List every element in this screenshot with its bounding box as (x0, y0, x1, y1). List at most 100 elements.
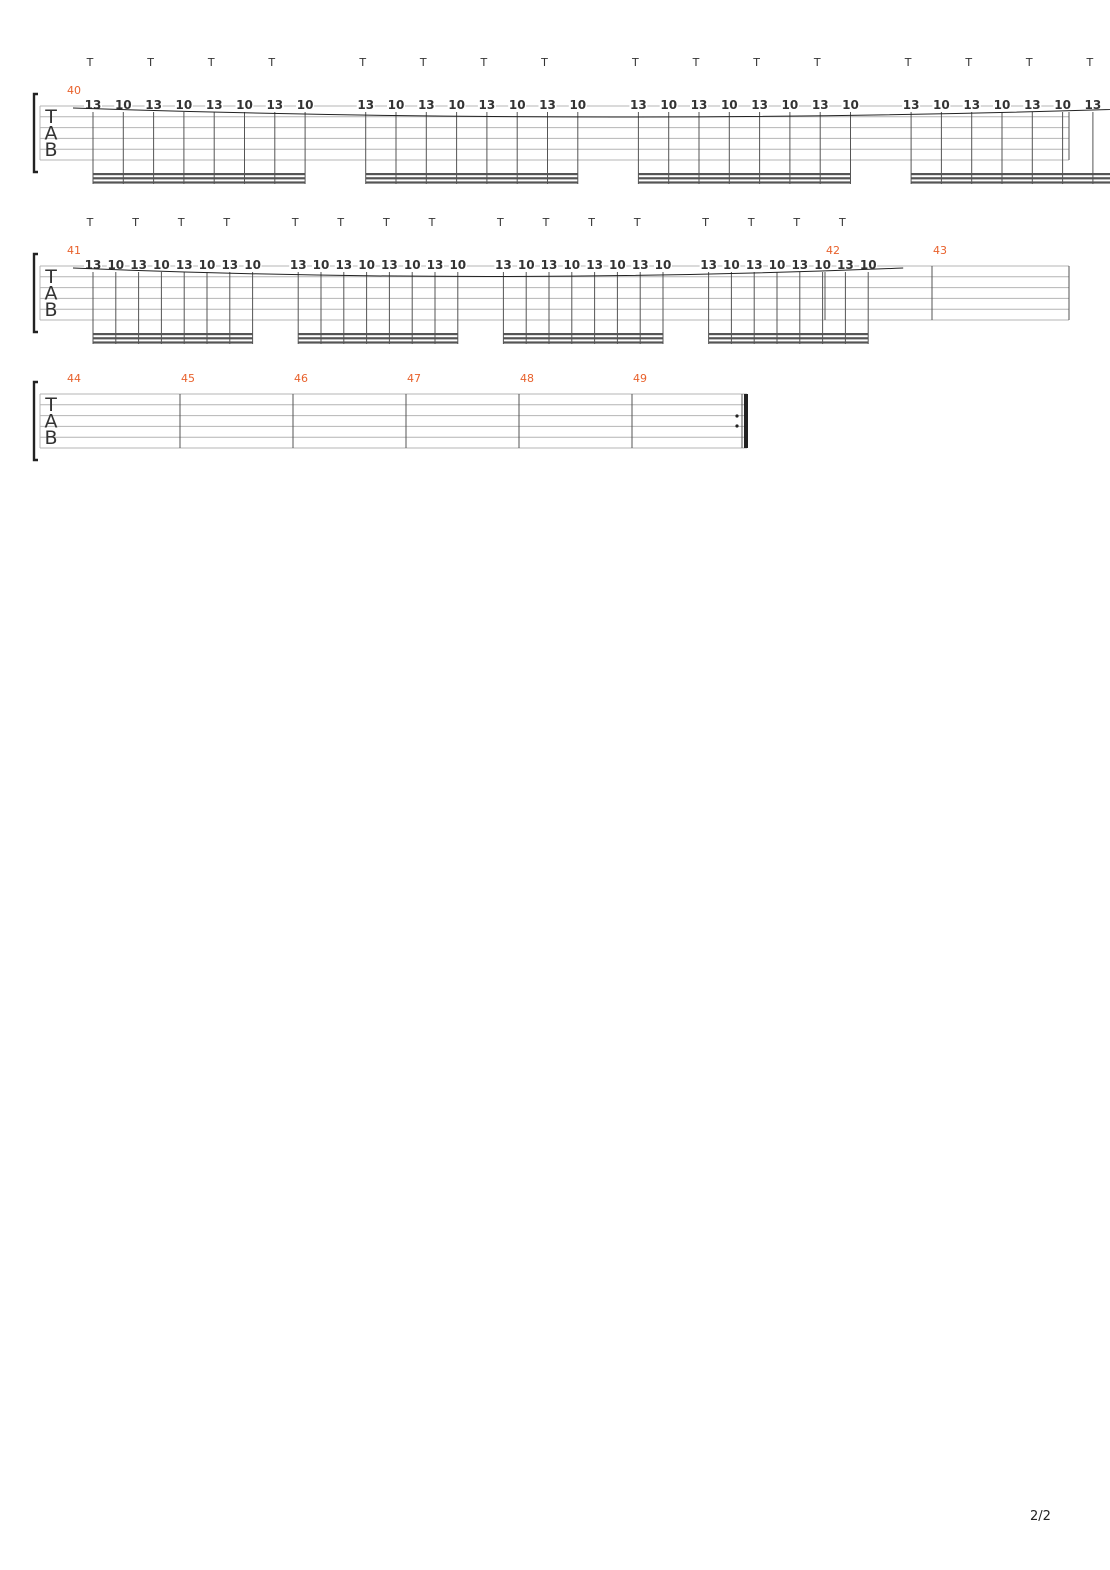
fret-number: 13 (176, 258, 193, 272)
fret-number: 10 (842, 98, 859, 112)
fret-number: 10 (107, 258, 124, 272)
fret-number: 10 (660, 98, 677, 112)
fret-number: 10 (814, 258, 831, 272)
tab-clef-letter: B (44, 427, 57, 449)
fret-number: 13 (1024, 98, 1041, 112)
fret-bg (508, 99, 527, 112)
page-number: 2/2 (1030, 1509, 1051, 1524)
fret-bg (380, 259, 399, 272)
fret-bg (175, 259, 194, 272)
note-beam (93, 333, 253, 336)
measure-number: 43 (933, 244, 947, 257)
fret-bg (1053, 99, 1072, 112)
fret-number: 10 (199, 258, 216, 272)
fret-number: 10 (244, 258, 261, 272)
measure-number: 49 (633, 372, 647, 385)
fret-number: 13 (495, 258, 512, 272)
fret-bg (289, 259, 308, 272)
fret-number: 13 (381, 258, 398, 272)
fret-bg (174, 99, 193, 112)
fret-number: 13 (812, 98, 829, 112)
tab-clef-letter: T (44, 266, 57, 288)
fret-number: 10 (404, 258, 421, 272)
fret-number: 13 (541, 258, 558, 272)
fret-bg (629, 99, 648, 112)
fret-number: 10 (769, 258, 786, 272)
fret-bg (129, 259, 148, 272)
note-beam (911, 173, 1110, 176)
fret-number: 13 (290, 258, 307, 272)
tap-marker: T (964, 56, 972, 69)
system-bracket (32, 252, 38, 334)
fret-number: 13 (539, 98, 556, 112)
fret-bg (811, 99, 830, 112)
fret-number: 10 (449, 258, 466, 272)
fret-bg (205, 99, 224, 112)
fret-bg (631, 259, 650, 272)
note-beam (93, 173, 306, 176)
fret-number: 13 (145, 98, 162, 112)
slur-arc (72, 107, 1110, 118)
fret-bg (114, 99, 133, 112)
fret-bg (426, 259, 444, 272)
fret-bg (540, 259, 558, 272)
fret-number: 13 (586, 258, 603, 272)
measure-number: 46 (294, 372, 308, 385)
fret-number: 10 (313, 258, 330, 272)
tap-marker: T (207, 56, 215, 69)
fret-bg (494, 259, 513, 272)
tap-marker: T (419, 56, 427, 69)
fret-bg (993, 99, 1011, 112)
tap-marker: T (747, 216, 755, 229)
note-beam (298, 333, 458, 336)
note-beam (93, 177, 306, 180)
tap-marker: T (813, 56, 821, 69)
tap-marker: T (291, 216, 299, 229)
fret-number: 13 (791, 258, 808, 272)
fret-number: 13 (903, 98, 920, 112)
fret-number: 13 (266, 98, 283, 112)
tap-marker: T (358, 56, 366, 69)
fret-bg (813, 259, 832, 272)
tab-clef-letter: A (45, 411, 58, 433)
fret-number: 10 (994, 98, 1011, 112)
tap-marker: T (692, 56, 700, 69)
tap-marker: T (540, 56, 548, 69)
note-beam (503, 341, 663, 344)
tap-marker: T (701, 216, 709, 229)
system-bracket (32, 380, 38, 462)
fret-bg (722, 259, 741, 272)
fret-number: 10 (569, 98, 586, 112)
fret-number: 10 (782, 98, 799, 112)
fret-number: 13 (700, 258, 717, 272)
measure-number: 45 (181, 372, 195, 385)
tap-marker: T (1025, 56, 1033, 69)
fret-number: 10 (860, 258, 877, 272)
fret-bg (841, 99, 860, 112)
note-beam (298, 341, 458, 344)
note-beam (365, 173, 578, 176)
tap-marker: T (382, 216, 390, 229)
fret-bg (1083, 99, 1102, 112)
tap-marker: T (222, 216, 230, 229)
fret-bg (334, 259, 353, 272)
fret-number: 10 (176, 98, 193, 112)
tap-marker: T (428, 216, 436, 229)
fret-bg (659, 99, 678, 112)
tap-marker: T (480, 56, 488, 69)
tap-marker: T (752, 56, 760, 69)
fret-bg (750, 99, 769, 112)
fret-number: 10 (153, 258, 170, 272)
fret-number: 10 (655, 258, 672, 272)
fret-number: 13 (85, 98, 102, 112)
note-beam (638, 181, 851, 184)
tap-marker: T (631, 56, 639, 69)
fret-number: 13 (85, 258, 102, 272)
fret-number: 13 (751, 98, 768, 112)
fret-bg (585, 259, 604, 272)
tap-marker: T (633, 216, 641, 229)
note-beam (638, 173, 851, 176)
fret-bg (902, 99, 921, 112)
fret-bg (265, 99, 284, 112)
